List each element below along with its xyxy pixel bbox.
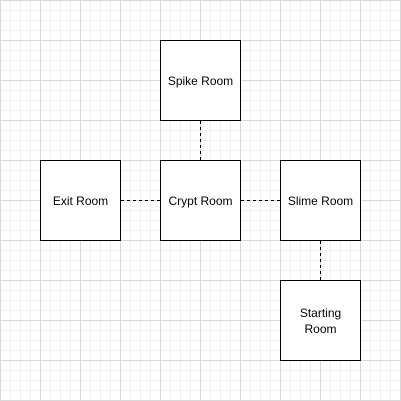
room-label-slime: Slime Room xyxy=(287,193,354,208)
room-node-exit[interactable]: Exit Room xyxy=(40,160,121,241)
room-label-starting: Starting Room xyxy=(299,305,342,336)
room-node-starting[interactable]: Starting Room xyxy=(280,280,361,361)
room-label-crypt: Crypt Room xyxy=(168,193,233,208)
room-node-spike[interactable]: Spike Room xyxy=(160,40,241,121)
room-node-crypt[interactable]: Crypt Room xyxy=(160,160,241,241)
room-node-slime[interactable]: Slime Room xyxy=(280,160,361,241)
room-label-spike: Spike Room xyxy=(167,73,234,88)
room-label-exit: Exit Room xyxy=(52,193,109,208)
